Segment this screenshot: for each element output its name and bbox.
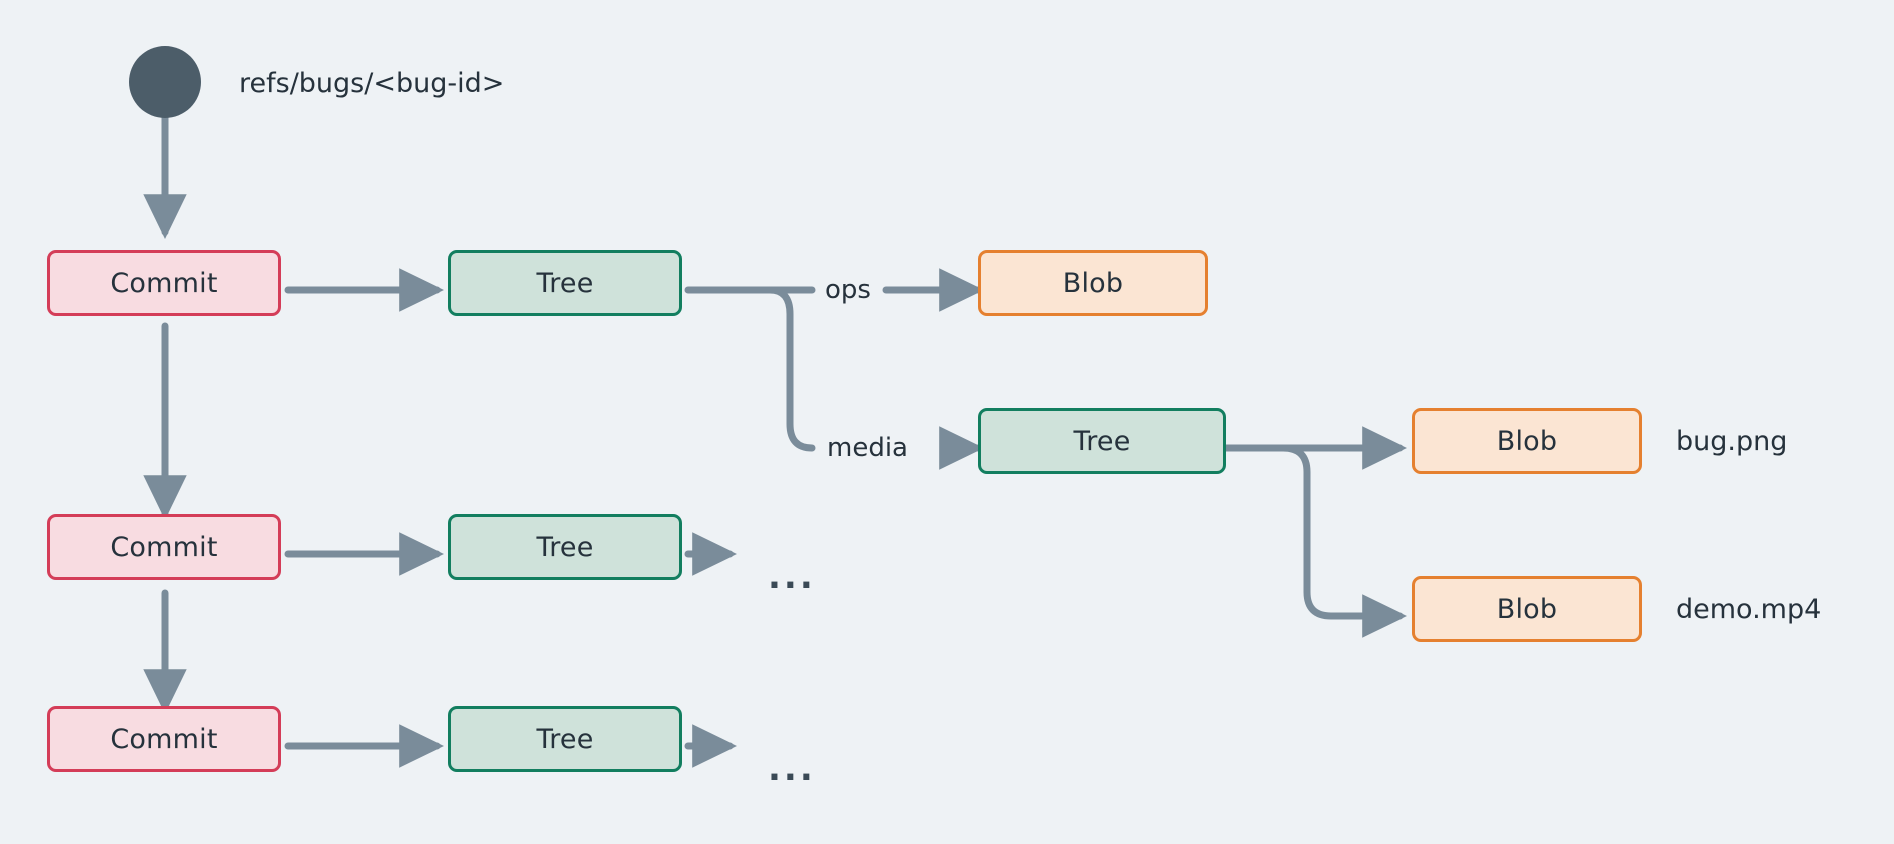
edge-treemedia-to-blob-demomp4 — [1279, 444, 1407, 638]
edge-tree1-to-media-label — [766, 286, 816, 452]
ref-root-dot[interactable] — [129, 46, 201, 118]
ellipsis-tree-3: ... — [768, 749, 816, 789]
node-tree-3[interactable]: Tree — [448, 706, 682, 772]
node-blob-demo-mp4[interactable]: Blob — [1412, 576, 1642, 642]
node-commit-3[interactable]: Commit — [47, 706, 281, 772]
node-tree-media[interactable]: Tree — [978, 408, 1226, 474]
node-commit-2[interactable]: Commit — [47, 514, 281, 580]
file-label-bug-png: bug.png — [1676, 426, 1788, 457]
node-blob-ops[interactable]: Blob — [978, 250, 1208, 316]
node-blob-bug-png[interactable]: Blob — [1412, 408, 1642, 474]
file-label-demo-mp4: demo.mp4 — [1676, 594, 1822, 625]
ref-label: refs/bugs/<bug-id> — [239, 68, 505, 99]
ellipsis-tree-2: ... — [768, 557, 816, 597]
node-tree-1[interactable]: Tree — [448, 250, 682, 316]
edge-label-ops: ops — [822, 277, 874, 303]
node-tree-2[interactable]: Tree — [448, 514, 682, 580]
edge-label-media: media — [824, 435, 911, 461]
node-commit-1[interactable]: Commit — [47, 250, 281, 316]
